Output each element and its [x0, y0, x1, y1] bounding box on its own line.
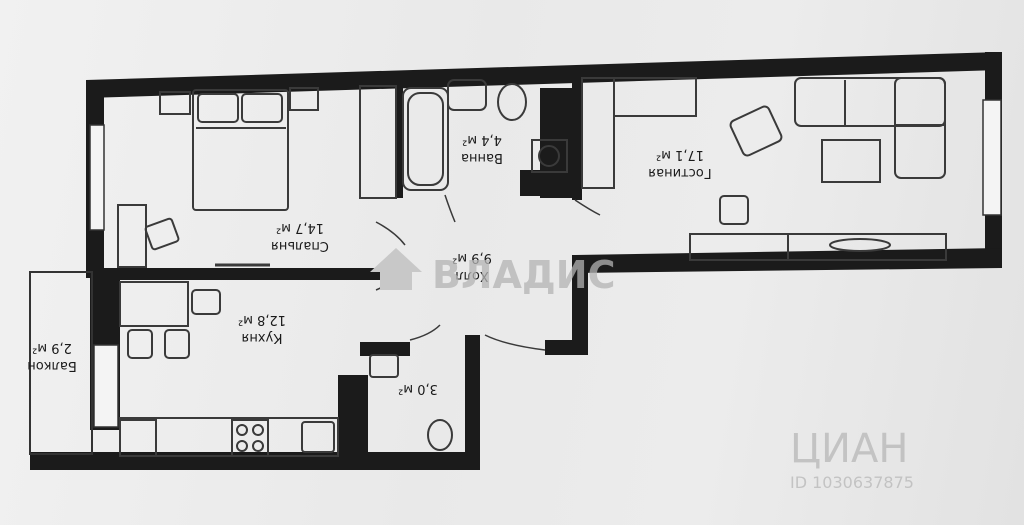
sofa-back	[794, 77, 946, 127]
wall-bottom	[30, 452, 480, 470]
wall-living-left	[572, 80, 582, 200]
wc-sink	[369, 354, 399, 378]
kitchen-sink	[301, 421, 335, 453]
vladis-watermark: ВЛАДИС	[432, 253, 615, 297]
living-furniture	[581, 77, 947, 261]
label-bedroom-name: Спальня	[271, 238, 329, 253]
label-hall-area: 9,9 м²	[452, 250, 492, 265]
door-wc	[409, 324, 441, 341]
door-entry	[484, 334, 546, 351]
living-chair	[719, 195, 749, 225]
fridge	[119, 419, 157, 457]
door-swings	[375, 194, 601, 351]
wall-wc-left	[338, 375, 368, 467]
label-bathroom-area: 4,4 м²	[462, 132, 502, 147]
dining-chair-2	[164, 329, 190, 359]
bathroom-fixtures	[402, 79, 568, 191]
bedroom-desk	[117, 204, 147, 268]
wall-hall-bottom	[545, 340, 588, 355]
bed	[192, 89, 289, 211]
balcony-area	[29, 271, 93, 455]
living-wardrobe-2	[613, 77, 697, 117]
wall-wc-right	[465, 335, 480, 470]
stove-burner-1	[236, 424, 248, 436]
label-bathroom-name: Ванна	[461, 150, 503, 165]
label-living-name: Гостиная	[648, 165, 711, 180]
wall-bath-left	[397, 88, 403, 198]
sofa-corner	[894, 77, 946, 179]
watermarks: ВЛАДИС ЦИАН ID 1030637875	[370, 248, 914, 492]
toilet-bath	[497, 83, 527, 121]
bathtub	[402, 87, 449, 191]
balcony-outline	[29, 271, 93, 455]
window-living	[982, 99, 1002, 216]
bedroom-wardrobe	[359, 85, 397, 199]
label-bedroom-area: 14,7 м²	[276, 220, 324, 235]
living-wardrobe-1	[581, 77, 615, 189]
nightstand-left	[159, 91, 191, 115]
window-kitchen	[93, 344, 119, 428]
bedroom-furniture	[117, 85, 397, 268]
wc-toilet	[427, 419, 453, 451]
stove-burner-3	[236, 440, 248, 452]
label-hall-name: Холл	[455, 268, 488, 283]
bedroom-chair	[144, 217, 180, 251]
kitchen-furniture	[119, 281, 339, 457]
bathtub-inner	[407, 92, 444, 186]
armchair	[729, 105, 783, 157]
bed-pillow-left	[197, 93, 239, 123]
wall-hall-right	[572, 255, 588, 355]
wall-wc-top	[360, 342, 410, 356]
stove	[231, 419, 269, 457]
dining-chair-3	[191, 289, 221, 315]
stove-burner-4	[252, 440, 264, 452]
coffee-table	[821, 139, 881, 183]
label-balcony-name: Балкон	[27, 358, 77, 373]
outer-wall-top	[86, 52, 1000, 98]
label-living-area: 17,1 м²	[656, 147, 704, 162]
wall-bath-bottom	[520, 170, 580, 196]
cian-watermark: ЦИАН	[790, 426, 908, 472]
kitchen-counter	[119, 417, 339, 457]
door-living	[574, 199, 601, 216]
label-wc-area: 3,0 м²	[398, 381, 438, 396]
dining-table	[119, 281, 189, 327]
cian-id-watermark: ID 1030637875	[790, 473, 914, 492]
nightstand-right	[289, 87, 319, 111]
tv	[829, 238, 891, 252]
room-labels: Балкон 2,9 м² Кухня 12,8 м² Спальня 14,7…	[27, 132, 711, 396]
tv-stand	[689, 233, 947, 261]
door-bedroom	[375, 221, 406, 246]
window-bedroom	[89, 124, 105, 231]
washing-machine	[531, 139, 568, 173]
wc-fixtures	[369, 354, 453, 451]
washing-machine-drum	[538, 145, 560, 167]
label-balcony-area: 2,9 м²	[32, 340, 72, 355]
sink	[447, 79, 487, 111]
windows	[89, 99, 1002, 428]
bed-pillow-right	[241, 93, 283, 123]
wall-bedroom-kitchen	[104, 268, 404, 280]
dining-chair-1	[127, 329, 153, 359]
label-kitchen-name: Кухня	[242, 330, 283, 345]
door-bathroom	[444, 194, 456, 223]
stove-burner-2	[252, 424, 264, 436]
vladis-logo-icon	[370, 248, 422, 290]
label-kitchen-area: 12,8 м²	[238, 312, 286, 327]
